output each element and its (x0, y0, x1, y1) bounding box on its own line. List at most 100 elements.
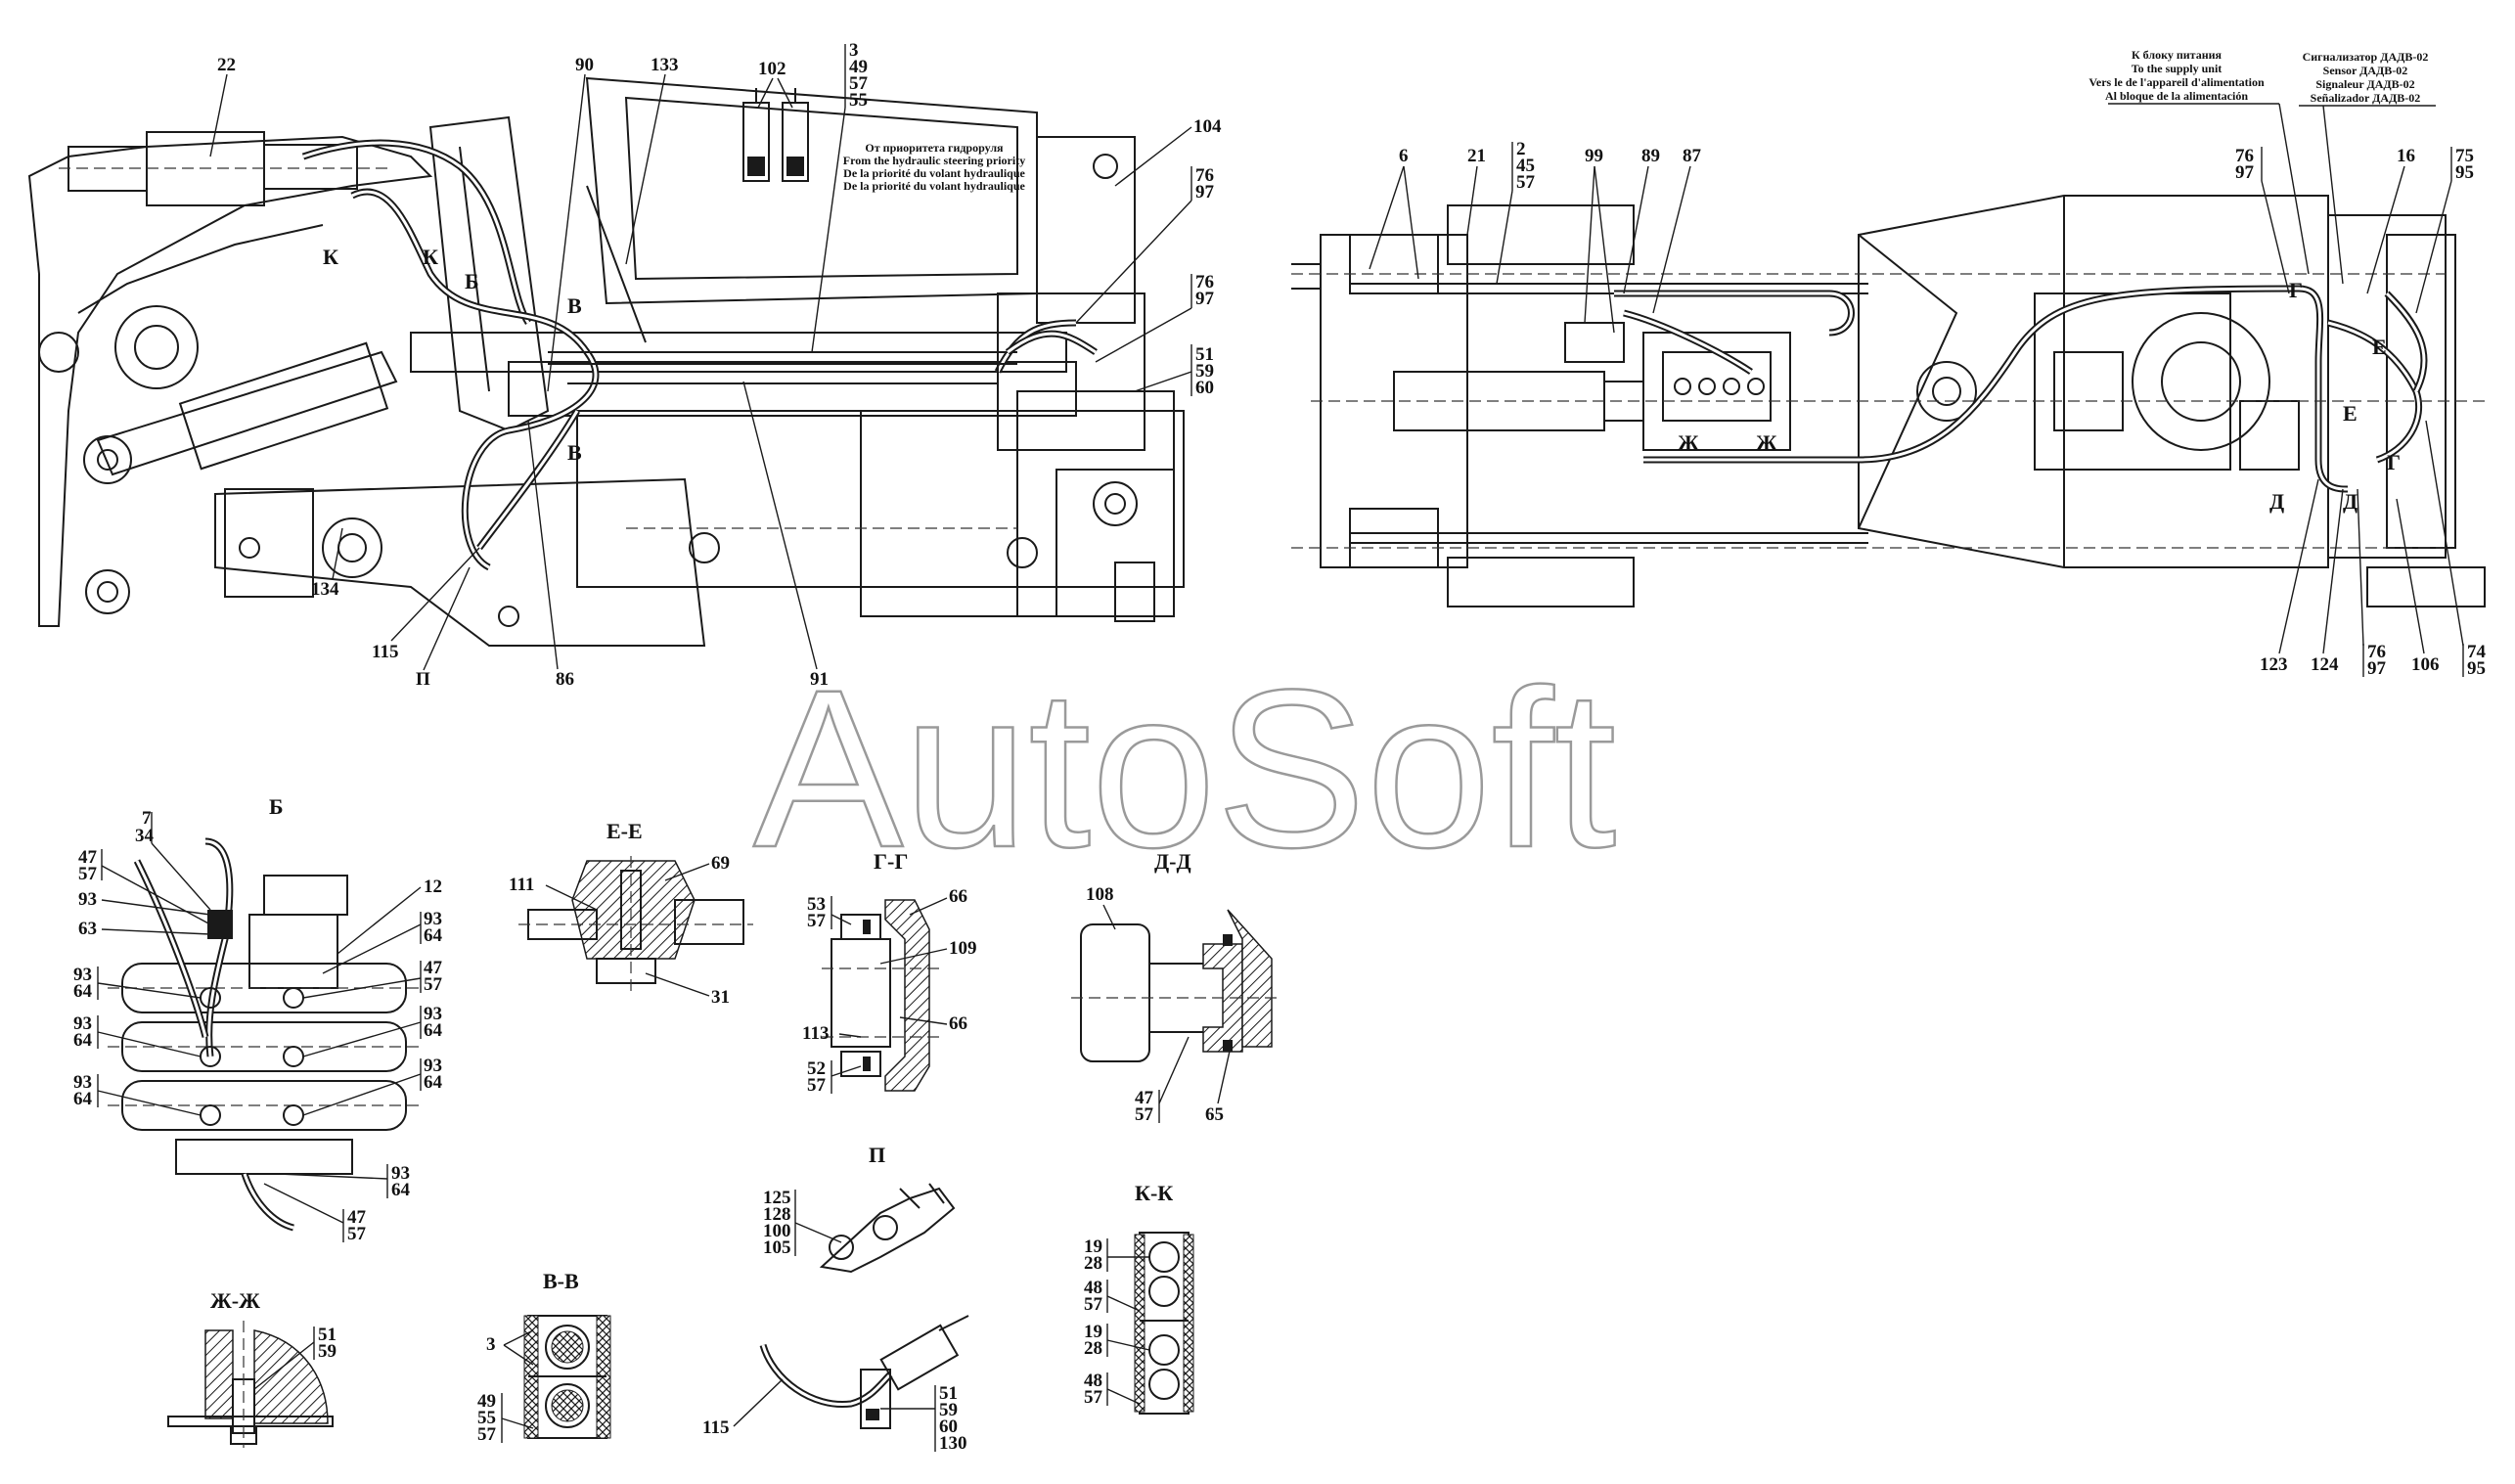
svg-text:К блоку питания: К блоку питания (2132, 48, 2223, 62)
svg-text:К: К (423, 245, 438, 269)
svg-text:59: 59 (318, 1341, 337, 1362)
svg-text:93: 93 (391, 1163, 410, 1184)
svg-text:57: 57 (347, 1224, 367, 1244)
svg-text:57: 57 (1084, 1387, 1103, 1408)
svg-text:Ж-Ж: Ж-Ж (210, 1288, 260, 1313)
svg-text:51: 51 (1195, 344, 1214, 365)
svg-text:87: 87 (1683, 146, 1702, 166)
svg-text:В-В: В-В (543, 1269, 579, 1293)
svg-text:В: В (567, 293, 582, 318)
svg-text:97: 97 (1195, 182, 1215, 202)
svg-text:Г-Г: Г-Г (874, 849, 908, 874)
svg-text:102: 102 (758, 59, 786, 79)
svg-text:31: 31 (711, 987, 730, 1008)
svg-text:60: 60 (1195, 378, 1214, 398)
svg-text:12: 12 (424, 877, 442, 897)
svg-text:93: 93 (73, 1013, 92, 1034)
svg-text:64: 64 (424, 1020, 443, 1041)
svg-text:48: 48 (1084, 1371, 1102, 1391)
svg-text:115: 115 (372, 642, 398, 662)
svg-text:34: 34 (135, 826, 155, 846)
svg-text:57: 57 (807, 1075, 827, 1096)
svg-text:7: 7 (142, 808, 152, 829)
svg-text:64: 64 (391, 1180, 411, 1200)
svg-text:Б: Б (269, 794, 284, 819)
svg-text:В: В (567, 440, 582, 465)
svg-text:106: 106 (2411, 654, 2440, 675)
svg-text:Ж: Ж (1756, 430, 1777, 455)
svg-text:Б: Б (465, 269, 479, 293)
svg-text:100: 100 (763, 1221, 791, 1241)
svg-text:113: 113 (802, 1023, 829, 1044)
svg-text:De la priorité du volant hydra: De la priorité du volant hydraulique (843, 179, 1025, 193)
svg-text:125: 125 (763, 1188, 791, 1208)
svg-text:Г: Г (2289, 278, 2303, 302)
svg-text:Ж: Ж (1678, 430, 1699, 455)
svg-text:105: 105 (763, 1237, 791, 1258)
svg-text:90: 90 (575, 55, 594, 75)
svg-text:64: 64 (424, 1072, 443, 1093)
svg-text:47: 47 (1135, 1088, 1154, 1108)
svg-text:From the hydraulic steering p: From the hydraulic steering priority (843, 154, 1025, 167)
svg-text:69: 69 (711, 853, 730, 874)
section-b: Б 7 34 47 57 93 63 12 9 (73, 794, 443, 1244)
svg-text:134: 134 (311, 579, 339, 600)
svg-text:123: 123 (2260, 654, 2288, 675)
svg-text:49: 49 (477, 1391, 496, 1412)
svg-text:74: 74 (2467, 642, 2487, 662)
svg-text:Сигнализатор ДАДВ-02: Сигнализатор ДАДВ-02 (2303, 50, 2429, 64)
svg-text:19: 19 (1084, 1322, 1102, 1342)
svg-text:57: 57 (78, 864, 98, 884)
svg-text:108: 108 (1086, 884, 1114, 905)
svg-text:48: 48 (1084, 1278, 1102, 1298)
svg-text:53: 53 (807, 894, 826, 915)
section-v-v: В-В 3 49 55 57 (477, 1269, 611, 1445)
svg-text:51: 51 (939, 1383, 958, 1404)
svg-text:93: 93 (424, 909, 442, 929)
svg-text:57: 57 (1516, 172, 1536, 193)
svg-text:104: 104 (1193, 116, 1222, 137)
svg-text:51: 51 (318, 1325, 337, 1345)
side-view-callouts: 22 90 133 102 3 49 57 55 104 76 97 76 97… (209, 40, 1222, 690)
svg-text:97: 97 (2367, 658, 2387, 679)
svg-text:55: 55 (477, 1408, 496, 1428)
svg-text:Д: Д (2343, 489, 2358, 514)
svg-text:64: 64 (424, 925, 443, 946)
watermark-text: AutoSoft (753, 643, 1616, 894)
svg-text:28: 28 (1084, 1338, 1102, 1359)
section-k-k: К-К 19 28 48 57 19 28 48 57 (1084, 1181, 1194, 1415)
section-e-e: Е-Е 111 69 31 (509, 819, 753, 1008)
hydraulic-priority-note: От приоритета гидроруля From the hydraul… (843, 141, 1026, 193)
section-g-g: Г-Г 53 57 66 109 66 113 52 57 (802, 849, 977, 1096)
svg-text:66: 66 (949, 1013, 967, 1034)
svg-text:Vers le de l'appareil d'alimen: Vers le de l'appareil d'alimentation (2088, 75, 2265, 89)
svg-text:47: 47 (78, 847, 98, 868)
svg-text:16: 16 (2397, 146, 2415, 166)
svg-text:52: 52 (807, 1058, 826, 1079)
svg-text:Д: Д (2269, 489, 2284, 514)
svg-text:To the supply unit: To the supply unit (2132, 62, 2223, 75)
top-view (1291, 195, 2486, 607)
svg-text:93: 93 (424, 1056, 442, 1076)
svg-text:124: 124 (2311, 654, 2339, 675)
svg-text:Al bloque de la alimentación: Al bloque de la alimentación (2105, 89, 2248, 103)
svg-text:57: 57 (1084, 1294, 1103, 1315)
svg-text:57: 57 (1135, 1104, 1154, 1125)
svg-text:28: 28 (1084, 1253, 1102, 1274)
svg-text:47: 47 (347, 1207, 367, 1228)
svg-text:97: 97 (2235, 162, 2255, 183)
svg-text:99: 99 (1585, 146, 1603, 166)
svg-text:59: 59 (1195, 361, 1214, 382)
svg-text:Señalizador ДАДВ-02: Señalizador ДАДВ-02 (2311, 91, 2421, 105)
section-d-d: Д-Д 108 47 57 65 (1071, 849, 1281, 1125)
svg-text:97: 97 (1195, 289, 1215, 309)
svg-text:57: 57 (477, 1424, 497, 1445)
svg-text:21: 21 (1467, 146, 1486, 166)
svg-text:130: 130 (939, 1433, 967, 1454)
svg-text:П: П (416, 669, 430, 690)
svg-text:55: 55 (849, 90, 868, 111)
svg-text:57: 57 (849, 73, 869, 94)
svg-text:Signaleur ДАДВ-02: Signaleur ДАДВ-02 (2315, 77, 2414, 91)
svg-text:86: 86 (556, 669, 574, 690)
